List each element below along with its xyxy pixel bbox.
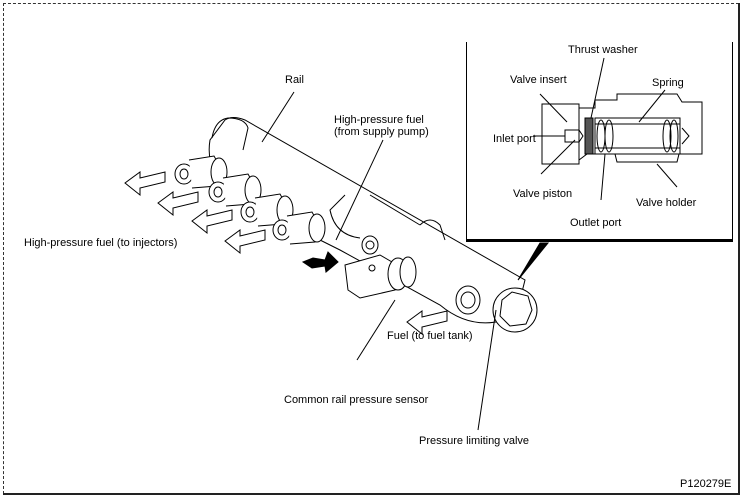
- label-pressure-limiting-valve: Pressure limiting valve: [419, 435, 530, 447]
- label-outlet-port: Outlet port: [570, 217, 622, 229]
- frame-shadow-right: [738, 3, 740, 494]
- inset-detail-box: [466, 42, 733, 242]
- label-valve-holder: Valve holder: [636, 197, 697, 209]
- pressure-limiting-valve-drawing: [455, 285, 538, 333]
- label-rail: Rail: [285, 74, 304, 86]
- frame-shadow-bottom: [3, 493, 740, 495]
- label-spring: Spring: [652, 77, 684, 89]
- figure-id: P120279E: [680, 478, 732, 490]
- inflow-arrow: [301, 251, 339, 273]
- label-fuel-to-tank: Fuel (to fuel tank): [387, 330, 473, 342]
- injector-fittings: [174, 155, 379, 255]
- valve-cross-section: [533, 57, 703, 201]
- label-valve-insert: Valve insert: [510, 74, 567, 86]
- label-hp-fuel-in-line2: (from supply pump): [334, 126, 429, 138]
- label-hp-fuel-in-line1: High-pressure fuel: [334, 114, 424, 126]
- label-hp-fuel-to-injectors: High-pressure fuel (to injectors): [24, 237, 178, 249]
- label-valve-piston: Valve piston: [513, 188, 573, 200]
- leader-lines: [261, 91, 550, 431]
- label-inlet-port: Inlet port: [493, 133, 536, 145]
- outflow-arrows: [124, 171, 448, 336]
- label-common-rail-pressure-sensor: Common rail pressure sensor: [284, 394, 429, 406]
- pressure-sensor-drawing: [344, 254, 417, 299]
- label-thrust-washer: Thrust washer: [568, 44, 638, 56]
